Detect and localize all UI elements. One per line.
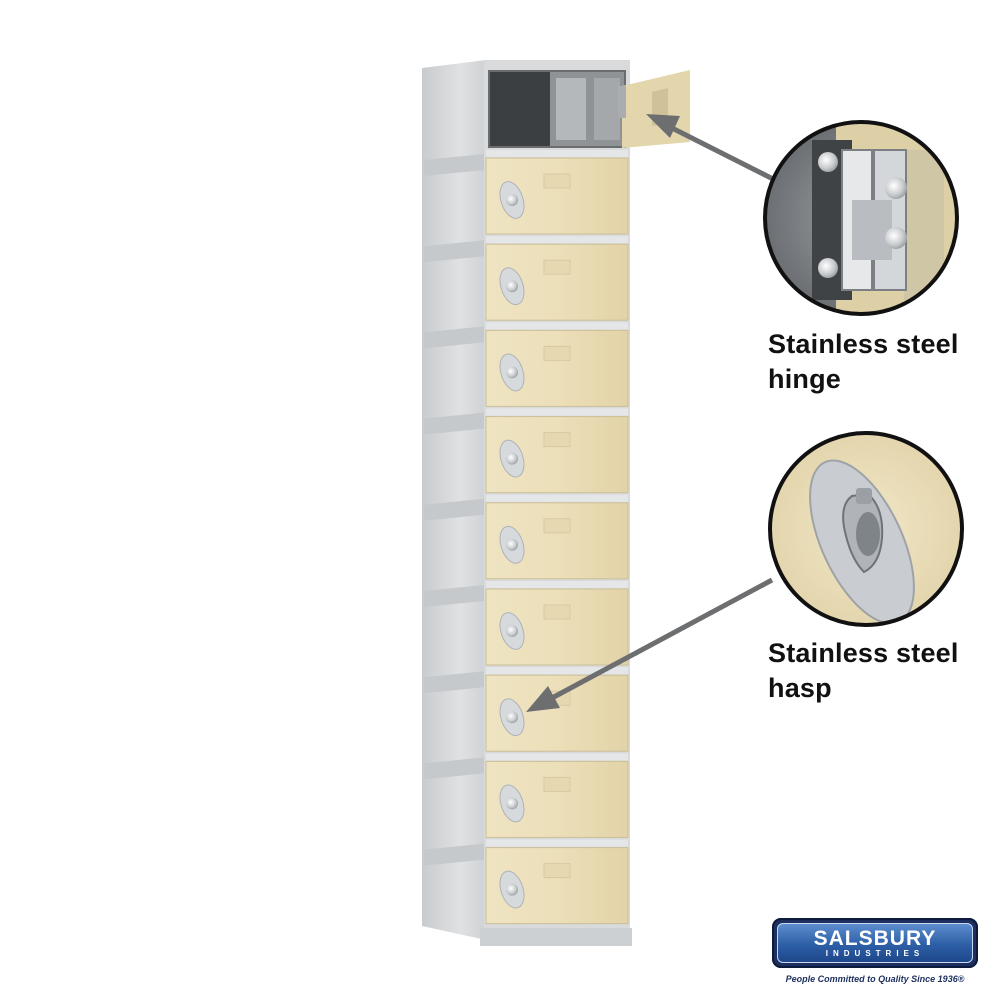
logo-brand-subtitle: INDUSTRIES — [825, 949, 925, 958]
side-panel-rib — [424, 843, 484, 866]
logo-badge: SALSBURY INDUSTRIES — [772, 918, 978, 968]
side-panel-rib — [424, 240, 484, 263]
logo-tagline: People Committed to Quality Since 1936® — [785, 974, 965, 984]
side-panel-rib — [424, 326, 484, 349]
locker-door — [485, 494, 629, 580]
side-panel-rib — [424, 154, 484, 176]
hasp-callout-line-1: Stainless steel — [768, 638, 959, 668]
locker-side-panel — [422, 60, 486, 940]
locker-door — [485, 667, 629, 752]
side-panel-ribs — [424, 154, 484, 866]
locker-doors — [485, 150, 629, 925]
locker-door — [485, 236, 629, 321]
logo-badge-inner: SALSBURY INDUSTRIES — [777, 923, 973, 963]
locker-base — [480, 928, 632, 946]
side-panel-rib — [424, 498, 484, 521]
side-panel-rib — [424, 671, 484, 694]
hasp-arrow — [526, 577, 774, 712]
locker-door — [485, 839, 629, 925]
hinge-closeup-circle — [763, 120, 959, 316]
locker-door — [485, 322, 629, 407]
locker-door — [485, 408, 629, 494]
locker-door — [485, 150, 629, 235]
hinge-arrow — [646, 114, 777, 183]
hinge-callout-line-1: Stainless steel — [768, 329, 959, 359]
logo-brand-name: SALSBURY — [813, 927, 937, 950]
locker-door — [485, 581, 629, 666]
hinge-callout-line-2: hinge — [768, 364, 841, 394]
side-panel-rib — [424, 585, 484, 607]
side-panel-rib — [424, 412, 484, 435]
hasp-closeup-circle — [768, 431, 964, 627]
hinge-callout-label: Stainless steel hinge — [768, 327, 959, 397]
hasp-callout-label: Stainless steel hasp — [768, 636, 959, 706]
salsbury-logo: SALSBURY INDUSTRIES — [772, 918, 978, 968]
side-panel-rib — [424, 757, 484, 780]
locker-door — [485, 753, 629, 838]
open-compartment — [488, 70, 626, 148]
hasp-callout-line-2: hasp — [768, 673, 832, 703]
